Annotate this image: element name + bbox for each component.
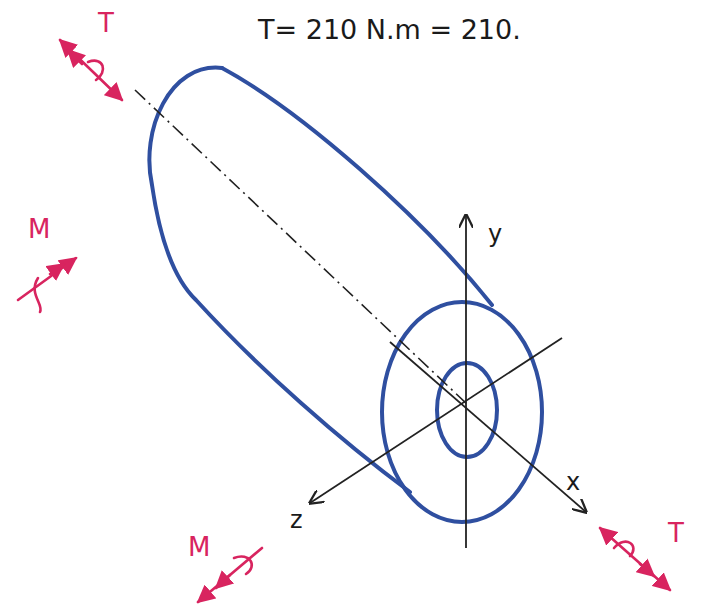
x-axis (390, 342, 586, 512)
z-axis (310, 338, 562, 503)
moment-label: M (188, 534, 210, 560)
axis-label: y (488, 222, 502, 246)
shaft-top-edge (222, 68, 492, 305)
axis-label: z (290, 508, 303, 532)
moment-label: M (28, 216, 50, 242)
y-axis (465, 215, 467, 548)
torque-vector (60, 40, 122, 100)
shaft-bore (437, 363, 497, 457)
torque-label: T (98, 10, 114, 36)
torque-value: T= 210 N.m = 210. (258, 16, 521, 43)
centre-line (135, 90, 468, 405)
shaft-outer-end (382, 302, 542, 522)
torque-vector (600, 528, 670, 590)
axis-label: x (566, 470, 580, 494)
torque-label: T (668, 520, 684, 546)
moment-vector (18, 258, 76, 312)
shaft-back-end (149, 68, 410, 492)
